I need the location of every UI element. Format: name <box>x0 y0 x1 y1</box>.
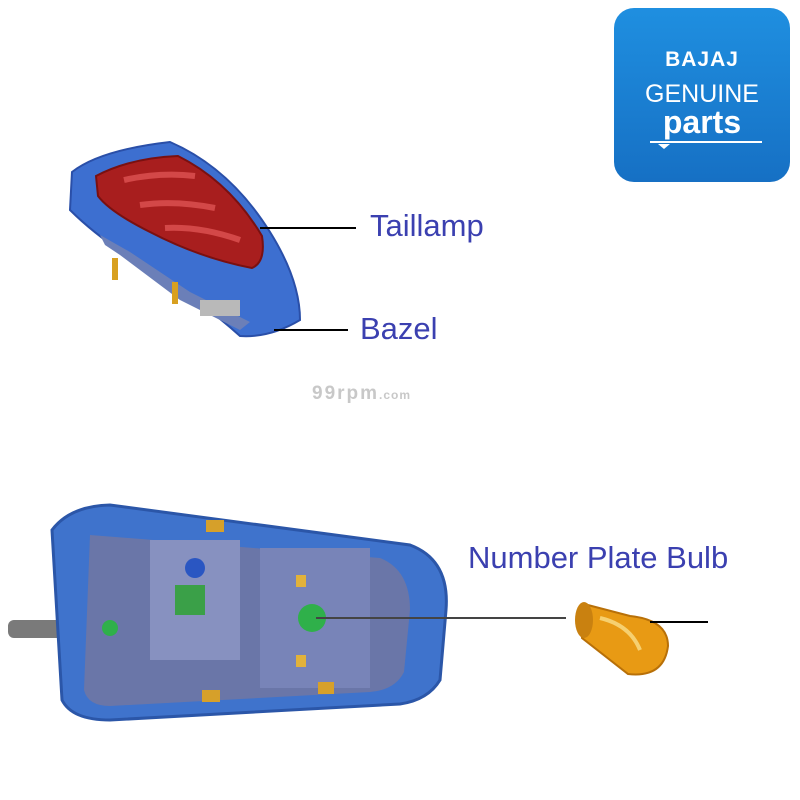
taillamp-assembly-illustration <box>68 140 302 338</box>
watermark: 99rpm.com <box>312 383 411 405</box>
logo-underline <box>650 141 762 149</box>
number-plate-bulb-illustration <box>575 602 670 676</box>
logo-parts-text: parts <box>662 104 742 140</box>
bajaj-genuine-parts-logo: BAJAJ GENUINE parts <box>614 8 790 182</box>
number-plate-bulb-label: Number Plate Bulb <box>468 540 729 575</box>
logo-genuine-text: GENUINE <box>645 80 759 108</box>
lamp-housing-illustration <box>8 503 448 722</box>
watermark-main: 99rpm <box>312 383 380 404</box>
taillamp-label: Taillamp <box>370 208 484 243</box>
logo-brand-text: BAJAJ <box>665 48 739 71</box>
bezel-label: Bazel <box>360 311 438 346</box>
watermark-domain: .com <box>379 388 412 402</box>
taillamp-lens <box>94 154 264 270</box>
